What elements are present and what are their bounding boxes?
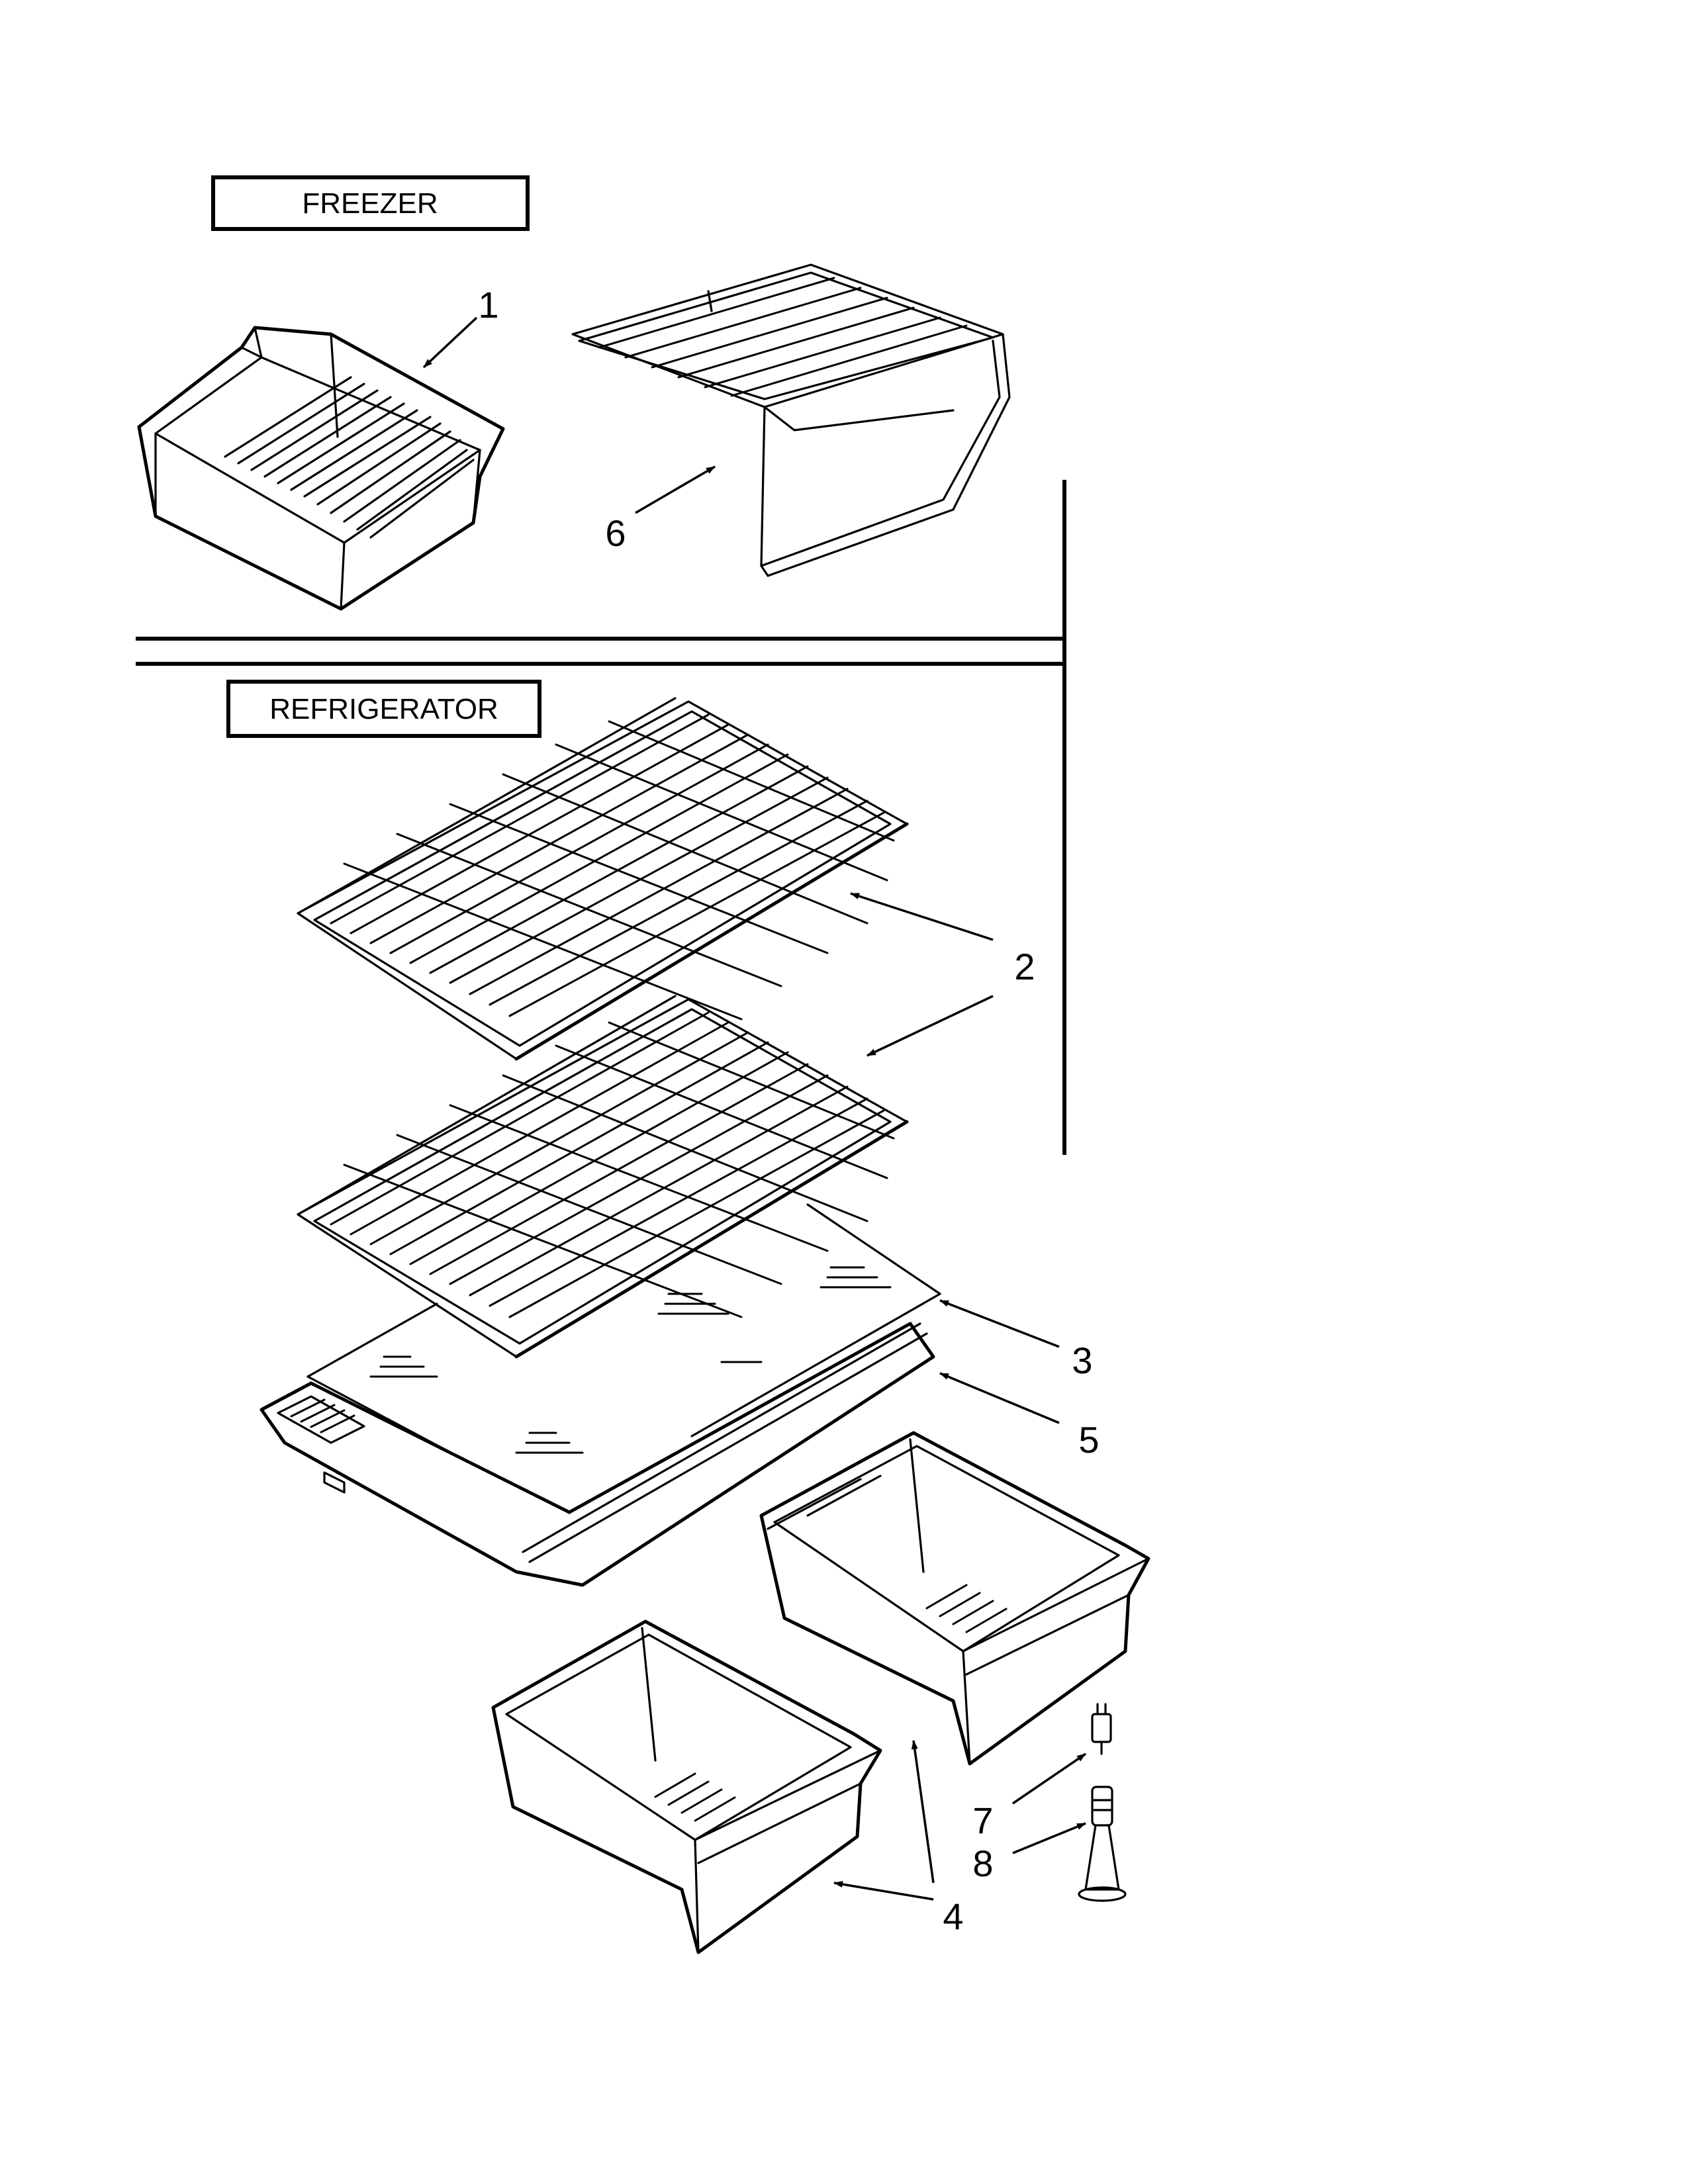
callout-8: 8 bbox=[972, 1843, 993, 1884]
leveling-leg-assembly bbox=[1078, 1703, 1127, 1902]
lower-shelf-wires bbox=[330, 1011, 885, 1318]
freezer-basket-floor-ribs bbox=[224, 376, 475, 539]
callout-numbers: 1 6 2 3 5 4 7 8 bbox=[478, 284, 1099, 1937]
right-drawer-floor-ribs bbox=[925, 1584, 1008, 1633]
upper-shelf-wires bbox=[330, 713, 885, 1017]
leg-foot bbox=[1078, 1786, 1127, 1902]
crisper-cover-frame bbox=[259, 1322, 935, 1587]
crisper-cover-vent bbox=[277, 1395, 365, 1444]
refrigerator-section-label: REFRIGERATOR bbox=[226, 680, 541, 738]
refrigerator-shelf-lower bbox=[297, 995, 909, 1359]
callout-5: 5 bbox=[1078, 1419, 1099, 1461]
callout-4: 4 bbox=[943, 1895, 963, 1937]
upper-shelf-cross-wires bbox=[343, 720, 895, 1021]
freezer-section-label: FREEZER bbox=[211, 175, 530, 231]
section-dividers bbox=[136, 480, 1066, 1155]
leg-plug bbox=[1091, 1703, 1112, 1755]
freezer-shelf-wires bbox=[598, 277, 968, 397]
crisper-drawer-left bbox=[491, 1619, 882, 1954]
lower-shelf-cross-wires bbox=[343, 1021, 895, 1318]
refrigerator-shelf-upper bbox=[297, 697, 909, 1061]
refrigerator-label-text: REFRIGERATOR bbox=[269, 693, 498, 725]
freezer-label-text: FREEZER bbox=[302, 187, 438, 220]
freezer-basket bbox=[137, 326, 505, 611]
callout-3: 3 bbox=[1072, 1340, 1092, 1381]
leader-lines bbox=[422, 316, 1086, 1901]
callout-7: 7 bbox=[972, 1799, 993, 1841]
left-drawer-floor-ribs bbox=[654, 1772, 736, 1822]
callout-2: 2 bbox=[1014, 946, 1035, 987]
callout-6: 6 bbox=[605, 512, 626, 554]
glass-reflection-marks bbox=[369, 1266, 892, 1454]
callout-1: 1 bbox=[478, 284, 498, 326]
freezer-wire-shelf bbox=[571, 263, 1011, 577]
crisper-drawer-right bbox=[759, 1431, 1150, 1766]
